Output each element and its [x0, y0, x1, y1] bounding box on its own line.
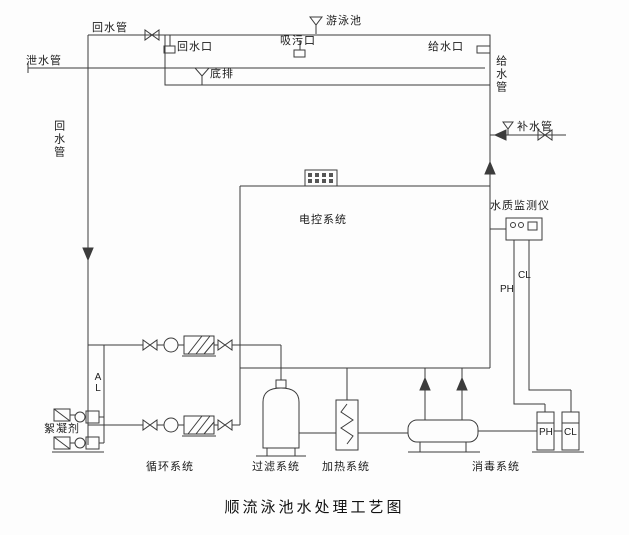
label-supply-pipe: 给水管: [494, 55, 507, 94]
disinfection-body: [407, 419, 479, 443]
suction-port-fitting: [293, 49, 306, 58]
water-level-icon: [502, 121, 514, 135]
makeup-pipe-run: [490, 121, 566, 141]
pump-2-icon: [87, 415, 241, 437]
water-level-icon: [309, 16, 323, 34]
multiport-valve-icon: [275, 379, 287, 389]
label-circulation-system: 循环系统: [146, 461, 194, 473]
label-suction-port: 吸污口: [280, 35, 316, 47]
pump-1-icon: [87, 335, 241, 357]
label-return-pipe-left: 回水管: [52, 120, 65, 159]
label-return-pipe-top: 回水管: [92, 22, 128, 34]
label-ph-cell: PH: [539, 427, 553, 438]
label-return-inlet: 回水口: [177, 41, 213, 53]
bottom-drain-funnel-icon: [193, 67, 211, 77]
valve-icon: [537, 129, 553, 141]
heater-body: [335, 399, 359, 451]
pool-structure: [27, 16, 491, 86]
cl-cell: [561, 411, 580, 451]
sand-filter-body: [262, 387, 300, 449]
monitor-knob-icon: [518, 222, 524, 228]
monitor-knob-icon: [510, 222, 516, 228]
label-drain-pipe: 泄水管: [26, 55, 62, 67]
label-supply-port: 给水口: [428, 41, 464, 53]
control-wiring: [239, 169, 491, 425]
flow-arrow-up-icon: [484, 160, 496, 175]
sensor-sample-lines: [478, 240, 572, 432]
label-flocculant-line: AL: [92, 372, 104, 394]
label-water-quality-monitor: 水质监测仪: [490, 200, 550, 212]
label-makeup-pipe: 补水管: [517, 121, 553, 133]
flow-arrow-left-icon: [493, 129, 507, 141]
control-cabinet: [304, 169, 338, 187]
return-inlet-fitting: [163, 45, 176, 54]
supply-port-fitting: [476, 45, 491, 54]
label-pool-name: 游泳池: [326, 15, 362, 27]
label-flocculant: 絮凝剂: [44, 423, 80, 435]
heater-unit: [335, 368, 408, 451]
diagram-title: 顺流泳池水处理工艺图: [224, 499, 405, 516]
label-bottom-drain: 底排: [210, 68, 234, 80]
control-cabinet-indicators: [308, 173, 333, 183]
ph-cell: [536, 411, 555, 451]
label-cl-cell: CL: [564, 427, 577, 438]
flocculant-dosing-unit: [52, 345, 105, 453]
flow-arrow-up-icon: [419, 376, 468, 391]
label-ph-line: PH: [500, 284, 514, 295]
dosing-pump-icon: [74, 411, 86, 423]
label-control-system: 电控系统: [299, 214, 347, 226]
disinfection-vessel: [407, 368, 480, 453]
valve-icon: [144, 29, 160, 41]
dosing-pump-icon: [74, 437, 86, 449]
label-heating-system: 加热系统: [322, 461, 370, 473]
flow-arrow-down-icon: [82, 247, 94, 262]
label-cl-line: CL: [518, 270, 531, 281]
heating-coil-icon: [340, 403, 354, 445]
water-quality-monitor-unit: [490, 217, 543, 241]
return-pipe-left-run: [82, 35, 94, 445]
filter-vessel: [240, 344, 336, 457]
label-filtration-system: 过滤系统: [252, 461, 300, 473]
circulation-pumps: [87, 335, 241, 437]
label-disinfection-system: 消毒系统: [472, 461, 520, 473]
monitor-display-icon: [527, 221, 538, 231]
